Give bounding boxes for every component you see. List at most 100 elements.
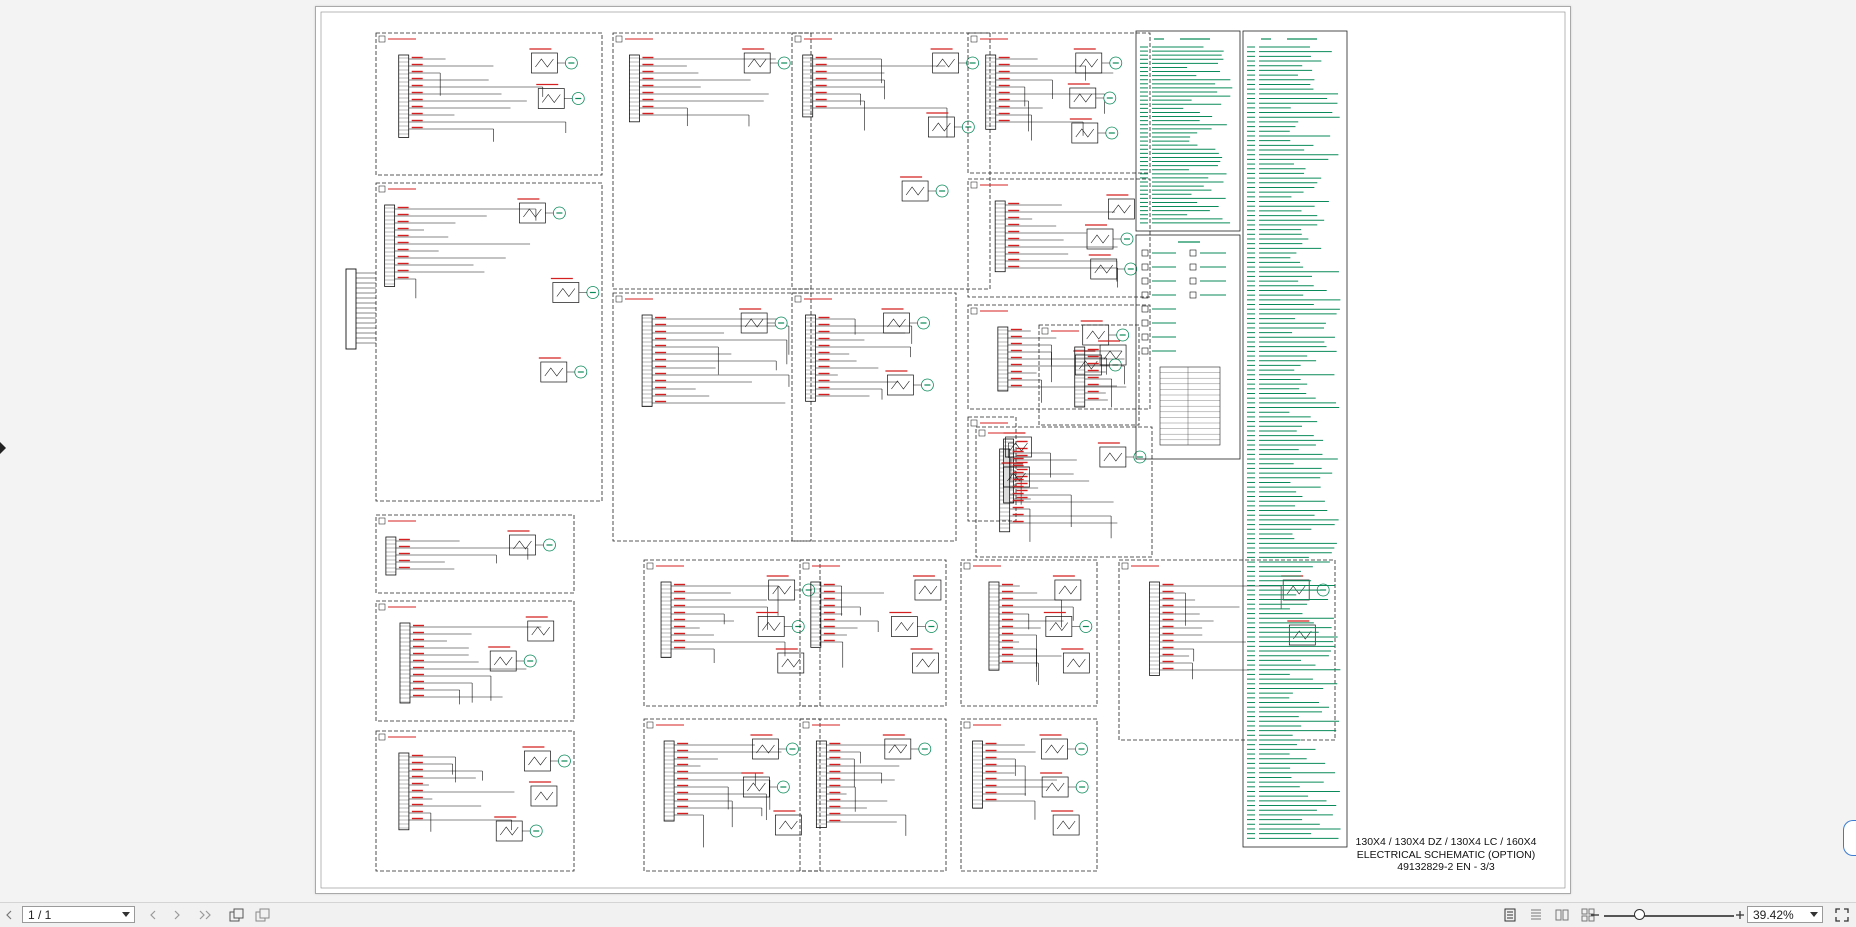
component-box: [912, 652, 939, 674]
component-symbol: [918, 585, 938, 595]
fullscreen-icon[interactable]: [1832, 903, 1852, 927]
grid-view-icon[interactable]: [1579, 903, 1597, 927]
connector-block: [997, 326, 1009, 392]
component-box: [1054, 579, 1082, 601]
zoom-in-icon[interactable]: [1733, 903, 1747, 927]
component-symbol: [531, 626, 550, 636]
zoom-level-field[interactable]: 39.42%: [1747, 906, 1823, 923]
panel-letter-marker: [1041, 327, 1049, 335]
component-box: [1099, 446, 1127, 468]
component-symbol: [1058, 585, 1078, 595]
electrical-schematic-drawing: [320, 11, 1566, 889]
component-symbol: [1112, 204, 1131, 214]
connector-block: [384, 204, 396, 287]
title-line-name: ELECTRICAL SCHEMATIC (OPTION): [1356, 848, 1536, 861]
component-box: [1062, 652, 1090, 674]
component-symbol: [493, 656, 513, 666]
component-symbol: [744, 318, 764, 328]
panel-letter-marker: [978, 429, 986, 437]
component-symbol: [535, 58, 554, 68]
zoom-slider-track[interactable]: [1604, 915, 1734, 917]
component-box: [1071, 122, 1099, 144]
component-symbol: [932, 122, 951, 132]
two-page-view-icon[interactable]: [1553, 903, 1571, 927]
connector-block: [398, 54, 410, 138]
component-symbol: [772, 585, 791, 595]
zoom-slider-handle[interactable]: [1634, 909, 1645, 920]
title-line-number: 49132829-2 EN - 3/3: [1397, 861, 1495, 873]
viewer-toolbar: 1 / 1 39.42%: [0, 902, 1856, 927]
panel-letter-marker: [378, 185, 386, 193]
legend-symbol: [1141, 347, 1149, 355]
schematic-panel-14: [375, 600, 575, 722]
component-symbol: [1007, 472, 1026, 482]
chevron-left-icon[interactable]: [2, 903, 16, 927]
connector-block: [399, 622, 411, 704]
component-symbol: [747, 782, 766, 792]
component-box: [1099, 344, 1127, 366]
zoom-out-icon[interactable]: [1588, 903, 1602, 927]
item-table-left: [1135, 30, 1241, 232]
continuous-view-icon[interactable]: [1527, 903, 1545, 927]
component-symbol: [1067, 658, 1086, 668]
connector-block: [660, 581, 672, 658]
component-symbol: [1075, 128, 1095, 138]
legend-box: [1135, 234, 1241, 460]
schematic-panel-15: [375, 730, 575, 872]
component-symbol: [747, 58, 767, 68]
component-box: [1005, 436, 1032, 458]
component-symbol: [499, 826, 519, 836]
last-page-icon[interactable]: [196, 903, 214, 927]
panel-letter-marker: [794, 35, 802, 43]
component-symbol: [1009, 442, 1028, 452]
chevron-down-icon[interactable]: [1810, 912, 1818, 917]
prev-page-icon[interactable]: [146, 903, 160, 927]
schematic-panel-6: [967, 178, 1151, 298]
component-symbol: [779, 820, 798, 830]
schematic-panel-21: [799, 718, 947, 872]
schematic-panel-7: [612, 292, 812, 542]
schematic-panel-2: [612, 32, 812, 290]
connector-block: [999, 448, 1011, 533]
single-page-view-icon[interactable]: [1501, 903, 1519, 927]
component-symbol: [534, 791, 554, 801]
schematic-panel-3: [791, 32, 991, 290]
color-code-table: [1159, 366, 1221, 446]
panel-letter-marker: [802, 562, 810, 570]
connector-block: [994, 200, 1006, 273]
next-page-icon[interactable]: [170, 903, 184, 927]
component-symbol: [916, 658, 935, 668]
fit-page-icon[interactable]: [254, 903, 272, 927]
component-symbol: [1073, 93, 1093, 103]
side-panel-handle[interactable]: [1843, 820, 1856, 856]
panel-letter-marker: [970, 35, 978, 43]
panel-letter-marker: [794, 295, 802, 303]
panel-letter-marker: [378, 517, 386, 525]
schematic-panel-18: [960, 559, 1098, 707]
component-box: [752, 738, 779, 760]
component-box: [777, 652, 805, 674]
schematic-panel-17: [799, 559, 947, 707]
chevron-down-icon[interactable]: [122, 912, 130, 917]
pdf-page: 130X4 / 130X4 DZ / 130X4 LC / 160X4 ELEC…: [315, 6, 1571, 894]
panel-letter-marker: [970, 419, 978, 427]
panel-letter-marker: [963, 721, 971, 729]
component-symbol: [888, 744, 908, 754]
title-line-models: 130X4 / 130X4 DZ / 130X4 LC / 160X4: [1355, 836, 1537, 848]
component-symbol: [1079, 58, 1099, 68]
legend-symbol: [1141, 291, 1149, 299]
component-box: [775, 814, 802, 836]
sidebar-toggle-icon[interactable]: [0, 442, 6, 454]
page-number-field[interactable]: 1 / 1: [22, 906, 135, 923]
connector-block: [815, 740, 827, 828]
component-symbol: [528, 756, 547, 766]
panel-letter-marker: [970, 181, 978, 189]
connector-block: [972, 740, 983, 809]
connector-block: [398, 752, 410, 831]
component-symbol: [1049, 622, 1069, 631]
schematic-panel-1: [375, 32, 603, 176]
component-symbol: [905, 186, 925, 196]
component-symbol: [762, 622, 781, 631]
component-box: [537, 88, 565, 109]
rotate-icon[interactable]: [228, 903, 246, 927]
